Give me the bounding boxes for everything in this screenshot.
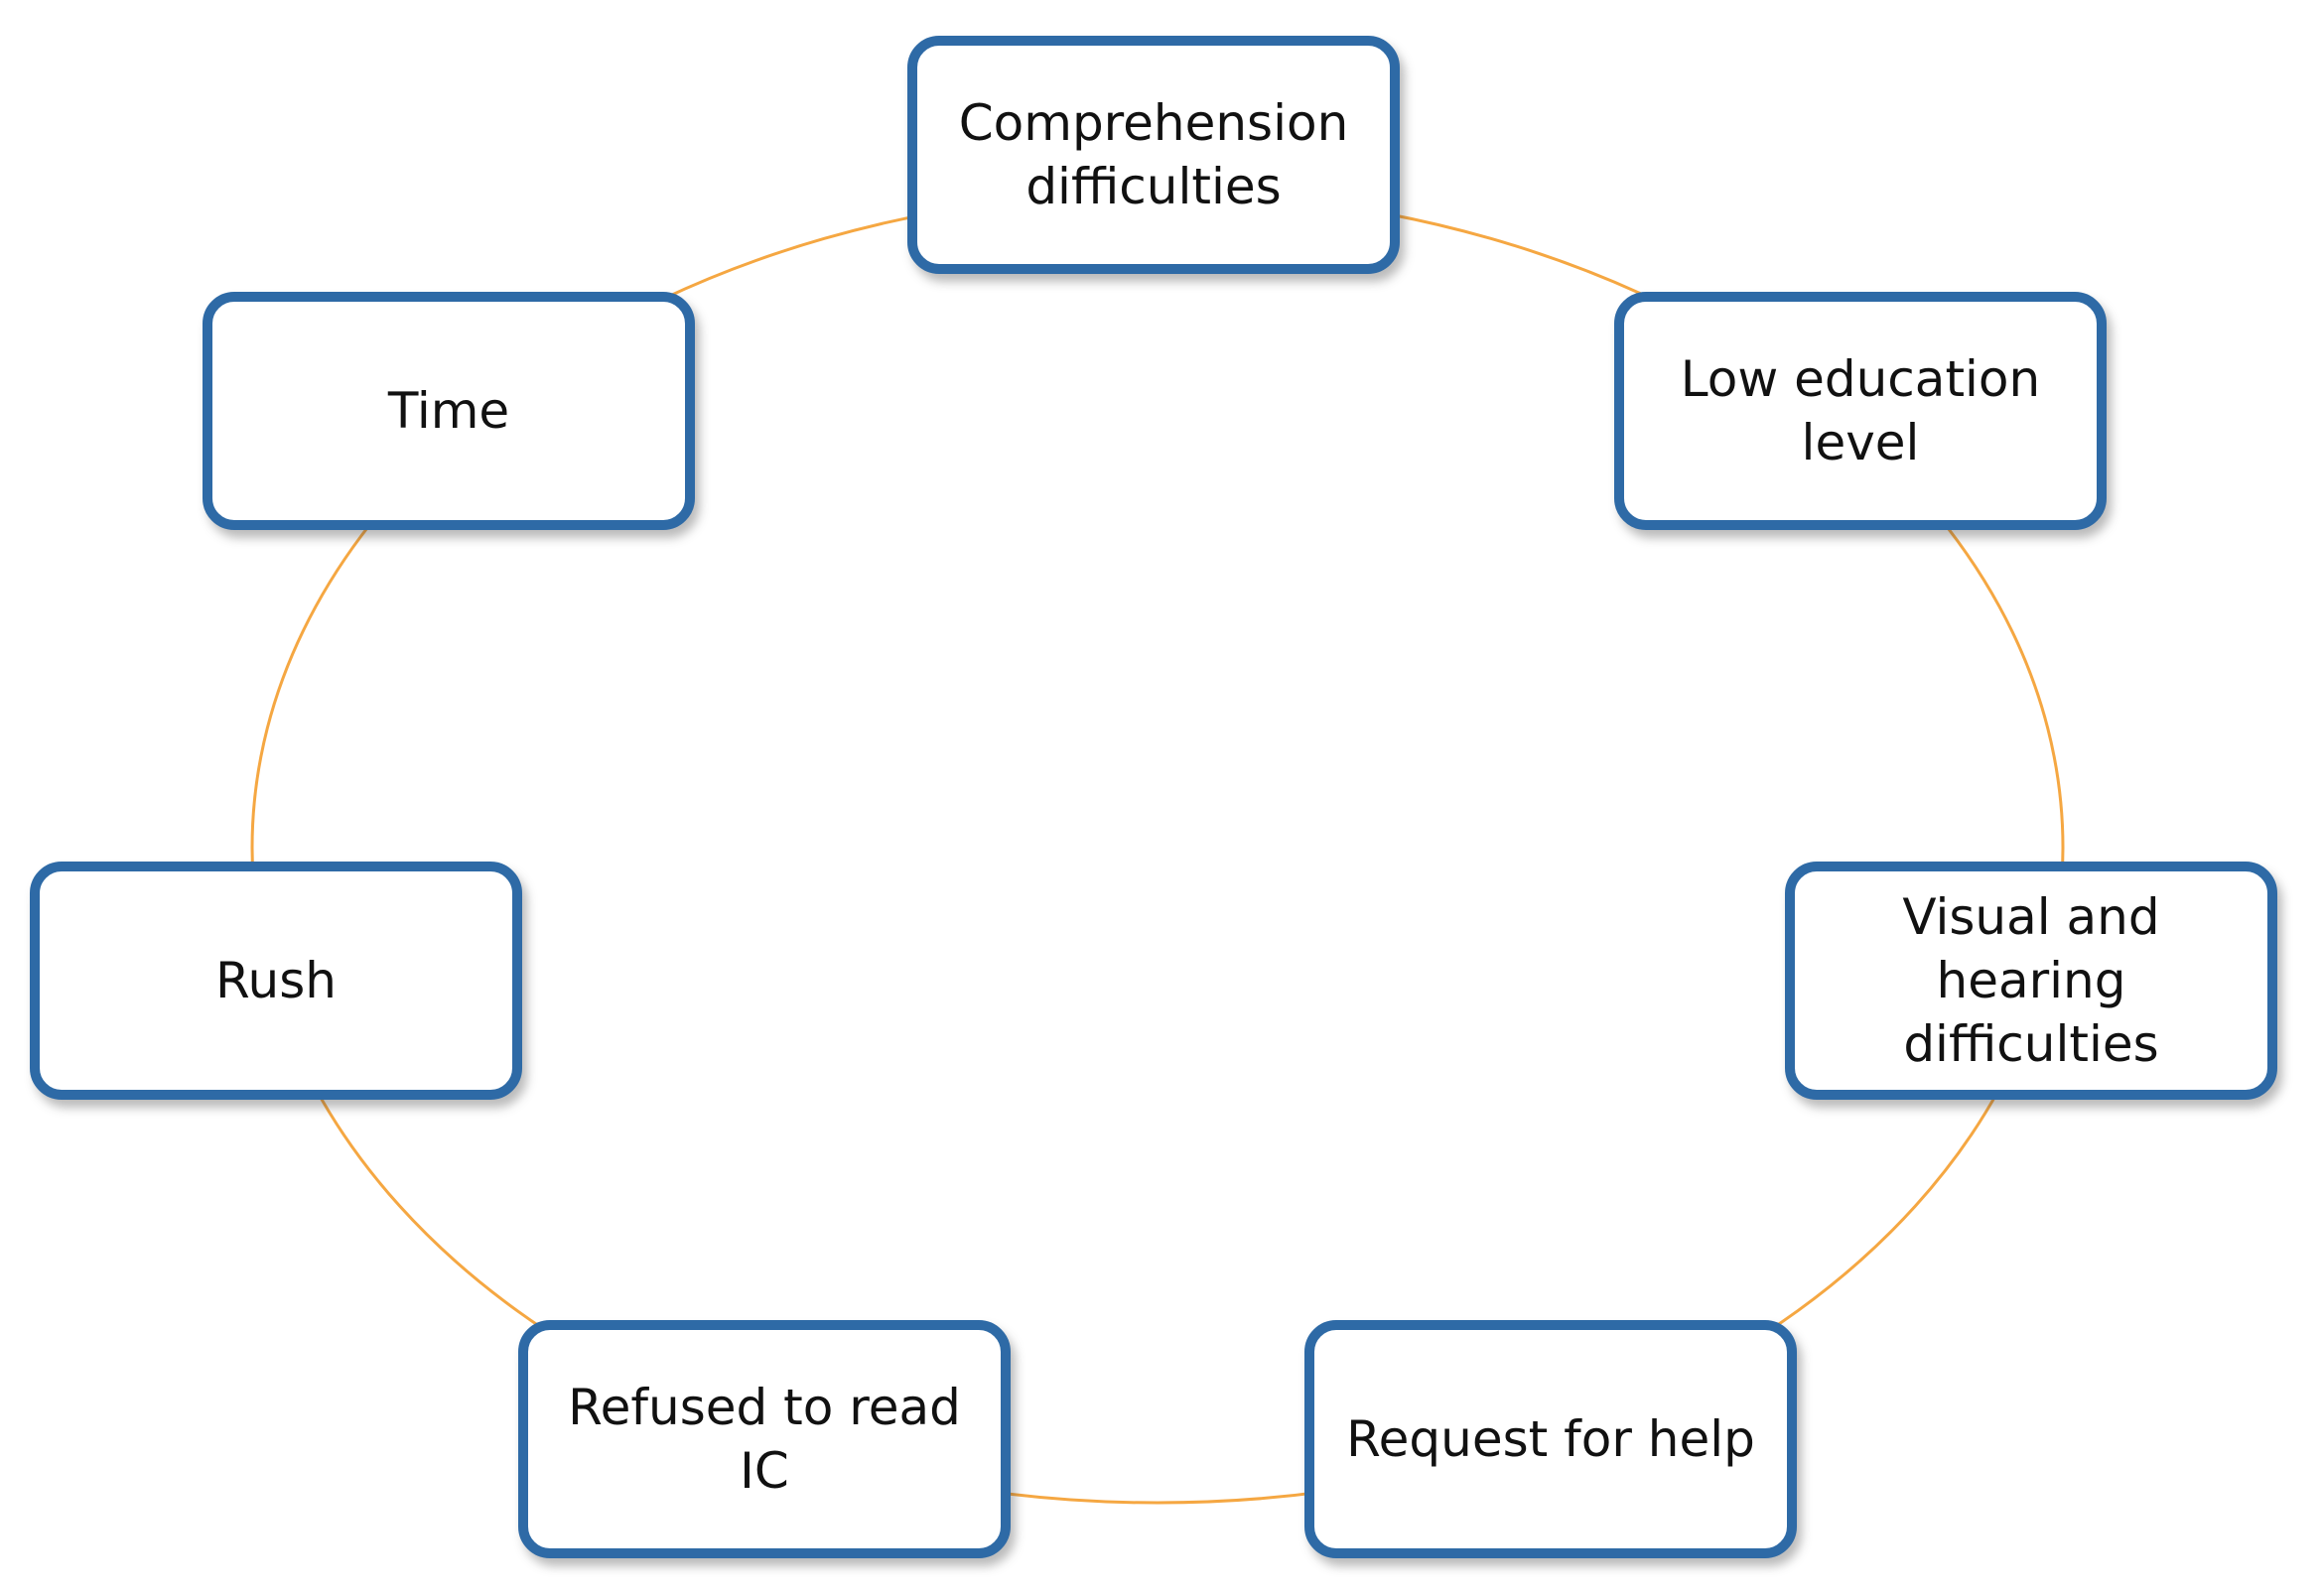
node-label: Low education level xyxy=(1680,350,2041,471)
node-comprehension-difficulties: Comprehension difficulties xyxy=(907,36,1400,274)
node-refused-to-read-ic: Refused to read IC xyxy=(518,1320,1011,1558)
node-label: Request for help xyxy=(1346,1410,1755,1468)
node-label: Comprehension difficulties xyxy=(958,94,1349,215)
node-time: Time xyxy=(203,292,695,530)
node-rush: Rush xyxy=(30,862,522,1100)
node-low-education-level: Low education level xyxy=(1614,292,2107,530)
node-label: Visual and hearing difficulties xyxy=(1902,888,2160,1073)
node-label: Time xyxy=(387,382,510,440)
node-label: Refused to read IC xyxy=(568,1379,961,1500)
node-request-for-help: Request for help xyxy=(1304,1320,1797,1558)
node-label: Rush xyxy=(215,952,337,1009)
node-visual-and-hearing-difficulties: Visual and hearing difficulties xyxy=(1785,862,2277,1100)
